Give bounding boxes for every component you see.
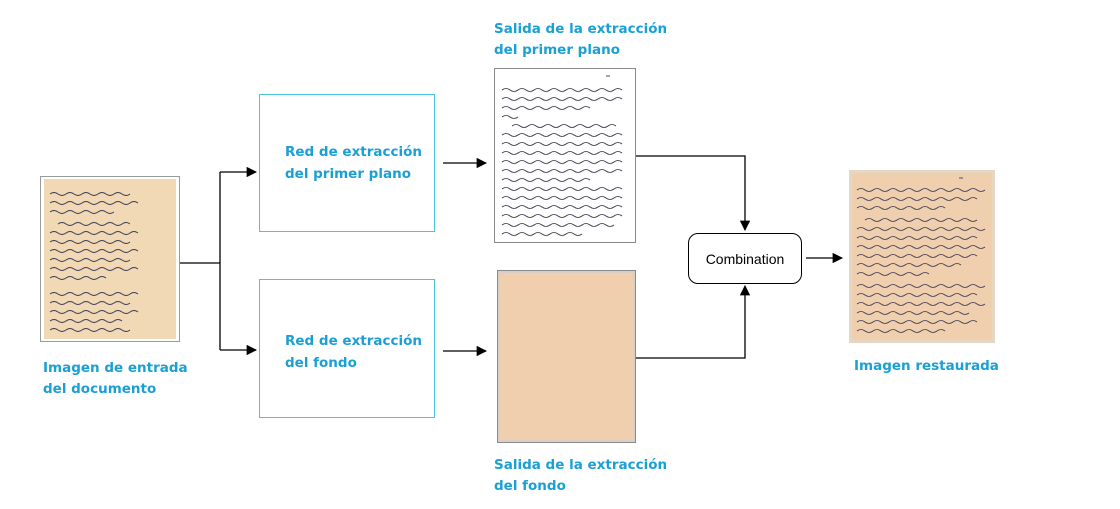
background-extraction-network-label: Red de extracción del fondo: [285, 333, 423, 371]
background-output-label: Salida de la extracción del fondo: [494, 457, 668, 494]
background-output-to-combination-connector: [636, 284, 751, 359]
restored-document-image: [849, 170, 995, 348]
background-extraction-network-box: [259, 279, 435, 418]
combination-label: Combination: [705, 250, 785, 267]
background-output-image: [497, 270, 636, 448]
input-split-connector: [180, 166, 258, 356]
foreground-output-label: Salida de la extracción del primer plano: [494, 21, 668, 58]
foreground-extraction-network-label: Red de extracción del primer plano: [285, 144, 423, 182]
combination-box: Combination: [688, 233, 802, 284]
foreground-output-image: [494, 68, 636, 248]
input-document-label: Imagen de entrada del documento: [43, 360, 188, 397]
input-document-image: [40, 176, 180, 347]
foreground-extraction-network-box: [259, 94, 435, 232]
restored-image-label: Imagen restaurada: [854, 358, 999, 374]
foreground-output-to-combination-connector: [636, 155, 751, 232]
